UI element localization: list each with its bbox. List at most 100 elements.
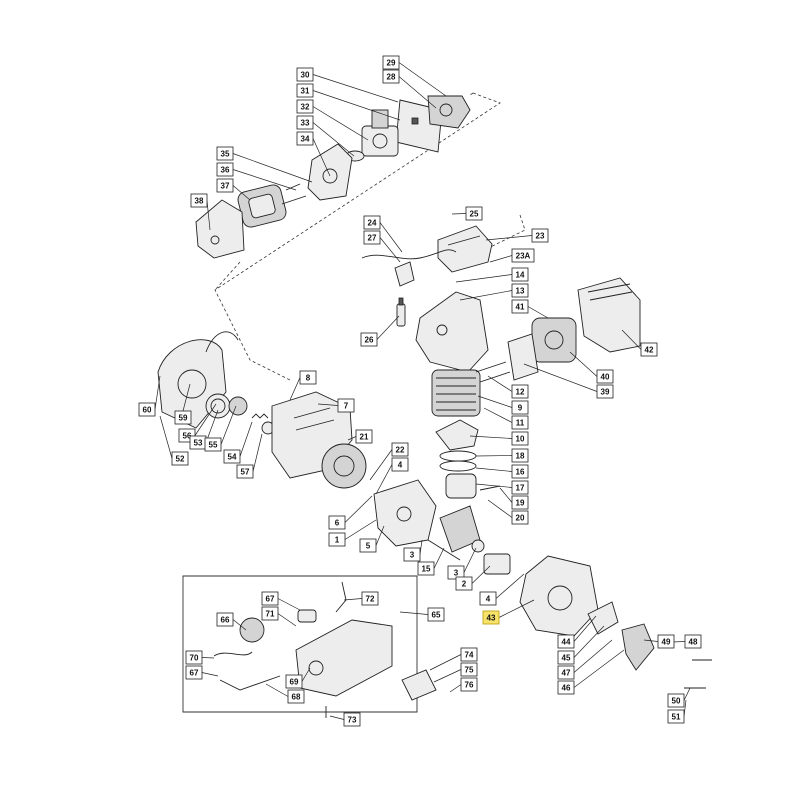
callout-70[interactable]: 70 bbox=[185, 650, 203, 665]
callout-50[interactable]: 50 bbox=[667, 693, 685, 708]
callout-72[interactable]: 72 bbox=[361, 591, 379, 606]
callout-17[interactable]: 17 bbox=[511, 480, 529, 495]
callout-45[interactable]: 45 bbox=[557, 650, 575, 665]
callout-5[interactable]: 5 bbox=[359, 538, 377, 553]
callout-73[interactable]: 73 bbox=[343, 712, 361, 727]
callout-57[interactable]: 57 bbox=[236, 464, 254, 479]
callout-24[interactable]: 24 bbox=[363, 215, 381, 230]
callout-27[interactable]: 27 bbox=[363, 230, 381, 245]
muffler-gasket bbox=[507, 333, 539, 381]
callout-21[interactable]: 21 bbox=[355, 429, 373, 444]
callout-box bbox=[261, 591, 279, 606]
callout-52[interactable]: 52 bbox=[171, 451, 189, 466]
callout-37[interactable]: 37 bbox=[216, 178, 234, 193]
callout-47[interactable]: 47 bbox=[557, 665, 575, 680]
callout-25[interactable]: 25 bbox=[465, 206, 483, 221]
leader-line-44 bbox=[573, 615, 597, 642]
leader-line-23A bbox=[489, 255, 513, 263]
callout-42[interactable]: 42 bbox=[640, 342, 658, 357]
leader-line-18 bbox=[475, 455, 513, 457]
callout-box bbox=[337, 398, 355, 413]
leader-line-40 bbox=[569, 351, 598, 377]
callout-number: 66 bbox=[221, 616, 230, 625]
leader-line-71 bbox=[277, 613, 297, 627]
callout-46[interactable]: 46 bbox=[557, 680, 575, 695]
callout-box bbox=[596, 384, 614, 399]
callout-7[interactable]: 7 bbox=[337, 398, 355, 413]
callout-23[interactable]: 23 bbox=[531, 228, 549, 243]
callout-68[interactable]: 68 bbox=[287, 689, 305, 704]
leader-line-53 bbox=[205, 409, 219, 443]
callout-23A[interactable]: 23A bbox=[511, 248, 535, 263]
callout-10[interactable]: 10 bbox=[511, 431, 529, 446]
callout-box bbox=[285, 674, 303, 689]
callout-14[interactable]: 14 bbox=[511, 267, 529, 282]
clutch-housing bbox=[519, 555, 599, 637]
callout-60[interactable]: 60 bbox=[138, 402, 156, 417]
callout-71[interactable]: 71 bbox=[261, 606, 279, 621]
leader-line-70 bbox=[201, 657, 215, 659]
callout-30[interactable]: 30 bbox=[296, 67, 314, 82]
callout-33[interactable]: 33 bbox=[296, 115, 314, 130]
callout-75[interactable]: 75 bbox=[460, 662, 478, 677]
callout-19[interactable]: 19 bbox=[511, 495, 529, 510]
callout-box bbox=[557, 665, 575, 680]
ignition-coil bbox=[437, 225, 493, 273]
callout-number: 35 bbox=[221, 150, 230, 159]
callout-29[interactable]: 29 bbox=[382, 55, 400, 70]
callout-4[interactable]: 4 bbox=[479, 591, 497, 606]
callout-34[interactable]: 34 bbox=[296, 131, 314, 146]
callout-6[interactable]: 6 bbox=[328, 515, 346, 530]
leader-line-7 bbox=[317, 403, 339, 406]
callout-9[interactable]: 9 bbox=[511, 400, 529, 415]
callout-43-highlighted[interactable]: 43 bbox=[482, 610, 500, 625]
callout-41[interactable]: 41 bbox=[511, 299, 529, 314]
callout-69[interactable]: 69 bbox=[285, 674, 303, 689]
callout-3[interactable]: 3 bbox=[403, 547, 421, 562]
callout-number: 1 bbox=[335, 536, 340, 545]
callout-66[interactable]: 66 bbox=[216, 612, 234, 627]
callout-16[interactable]: 16 bbox=[511, 464, 529, 479]
callout-15[interactable]: 15 bbox=[417, 561, 435, 576]
callout-53[interactable]: 53 bbox=[189, 435, 207, 450]
callout-35[interactable]: 35 bbox=[216, 146, 234, 161]
callout-13[interactable]: 13 bbox=[511, 283, 529, 298]
callout-32[interactable]: 32 bbox=[296, 99, 314, 114]
callout-number: 51 bbox=[672, 713, 681, 722]
callout-8[interactable]: 8 bbox=[299, 370, 317, 385]
callout-box bbox=[190, 193, 208, 208]
callout-36[interactable]: 36 bbox=[216, 162, 234, 177]
callout-12[interactable]: 12 bbox=[511, 384, 529, 399]
leader-line-2 bbox=[471, 565, 491, 584]
callout-31[interactable]: 31 bbox=[296, 83, 314, 98]
callout-28[interactable]: 28 bbox=[382, 69, 400, 84]
callout-26[interactable]: 26 bbox=[360, 332, 378, 347]
callout-76[interactable]: 76 bbox=[460, 677, 478, 692]
callout-67[interactable]: 67 bbox=[261, 591, 279, 606]
callout-18[interactable]: 18 bbox=[511, 448, 529, 463]
callout-39[interactable]: 39 bbox=[596, 384, 614, 399]
leader-line-47 bbox=[573, 639, 613, 673]
callout-67[interactable]: 67 bbox=[185, 665, 203, 680]
callout-22[interactable]: 22 bbox=[391, 442, 409, 457]
callout-40[interactable]: 40 bbox=[596, 369, 614, 384]
callout-65[interactable]: 65 bbox=[427, 607, 445, 622]
callout-49[interactable]: 49 bbox=[657, 634, 675, 649]
callout-44[interactable]: 44 bbox=[557, 634, 575, 649]
callout-box bbox=[557, 634, 575, 649]
callout-51[interactable]: 51 bbox=[667, 709, 685, 724]
callout-2[interactable]: 2 bbox=[455, 576, 473, 591]
callout-55[interactable]: 55 bbox=[204, 437, 222, 452]
callout-54[interactable]: 54 bbox=[223, 449, 241, 464]
callout-11[interactable]: 11 bbox=[511, 415, 529, 430]
callout-59[interactable]: 59 bbox=[174, 410, 192, 425]
callout-74[interactable]: 74 bbox=[460, 647, 478, 662]
callout-4[interactable]: 4 bbox=[391, 457, 409, 472]
leader-line-42 bbox=[621, 329, 642, 350]
callout-1[interactable]: 1 bbox=[328, 532, 346, 547]
leader-line-4 bbox=[495, 573, 525, 599]
callout-number: 21 bbox=[360, 433, 369, 442]
callout-20[interactable]: 20 bbox=[511, 510, 529, 525]
callout-38[interactable]: 38 bbox=[190, 193, 208, 208]
callout-48[interactable]: 48 bbox=[684, 634, 702, 649]
